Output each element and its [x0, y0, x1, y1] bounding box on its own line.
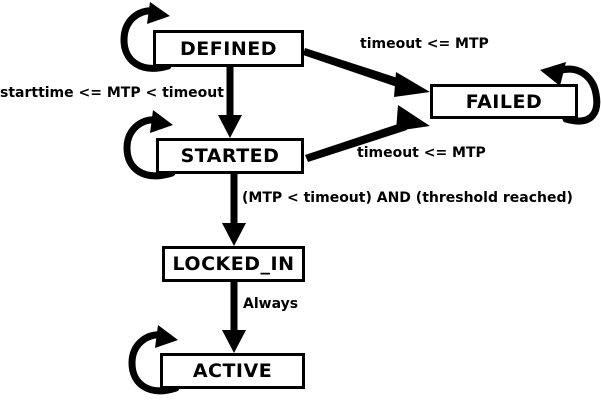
state-label-active: ACTIVE — [192, 360, 273, 382]
edge-started-self-loop — [123, 110, 176, 180]
state-node-started[interactable]: STARTED — [156, 138, 304, 174]
state-node-failed[interactable]: FAILED — [430, 84, 578, 119]
edge-failed-self-loop — [540, 62, 601, 125]
state-label-failed: FAILED — [465, 90, 543, 113]
edge-defined-to-started — [218, 67, 242, 138]
state-node-defined[interactable]: DEFINED — [153, 30, 304, 67]
edge-started-to-failed — [305, 105, 430, 162]
edge-label-locked-in-to-active: Always — [243, 296, 299, 312]
state-label-locked-in: LOCKED_IN — [172, 253, 295, 275]
edge-active-self-loop — [128, 325, 180, 395]
edge-started-to-locked-in — [222, 174, 246, 246]
state-label-defined: DEFINED — [180, 37, 277, 60]
state-label-started: STARTED — [180, 145, 280, 167]
edge-label-started-to-failed: timeout <= MTP — [357, 145, 486, 161]
edge-defined-to-failed — [303, 48, 430, 97]
edge-defined-self-loop — [120, 2, 172, 72]
state-node-locked-in[interactable]: LOCKED_IN — [162, 246, 305, 282]
edge-label-defined-to-failed: timeout <= MTP — [360, 36, 489, 52]
edge-label-defined-to-started: starttime <= MTP < timeout — [0, 85, 224, 101]
edge-label-started-to-locked-in: (MTP < timeout) AND (threshold reached) — [242, 190, 573, 206]
state-node-active[interactable]: ACTIVE — [160, 353, 305, 389]
edge-locked-in-to-active — [222, 282, 246, 353]
